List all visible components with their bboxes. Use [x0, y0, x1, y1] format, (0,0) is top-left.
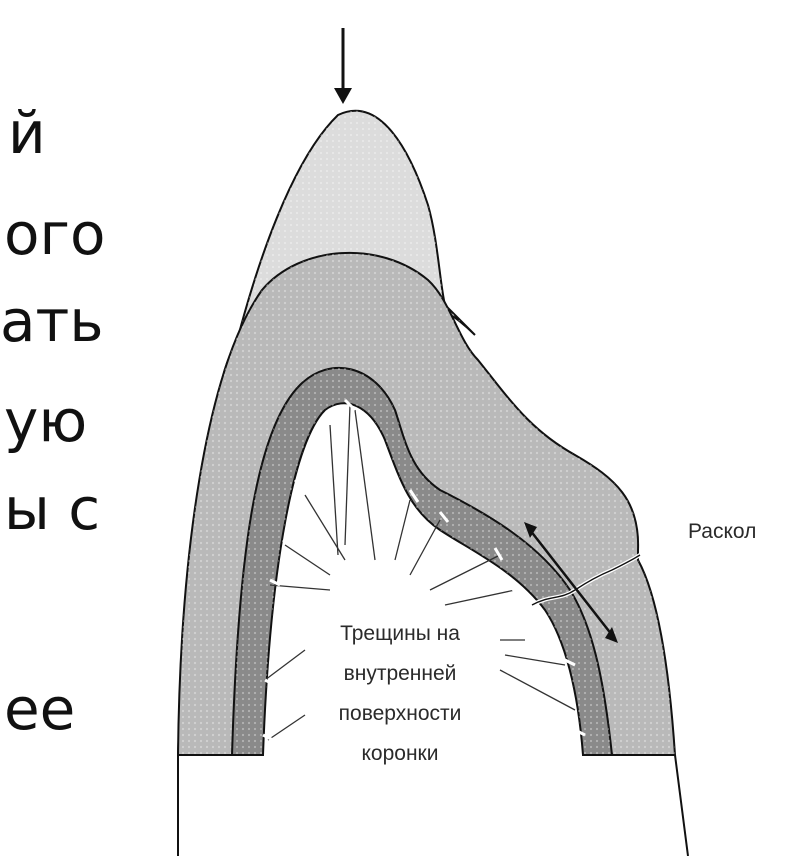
cracks-label-line-3: поверхности	[339, 702, 462, 725]
side-text-line-4: ую	[4, 392, 87, 450]
side-text-line-1: й	[8, 104, 46, 162]
cracks-label-line-2: внутренней	[344, 662, 457, 685]
side-text-line-3: ать	[0, 292, 104, 350]
cracks-label-line-4: коронки	[362, 742, 439, 765]
side-text-line-5: ы с	[4, 480, 100, 538]
split-label: Раскол	[688, 520, 756, 543]
load-arrow	[334, 28, 352, 104]
cracks-label: Трещины на внутренней поверхности коронк…	[339, 622, 462, 765]
side-text-line-6: ее	[4, 680, 75, 738]
cracks-label-line-1: Трещины на	[340, 622, 460, 645]
side-text-line-2: ого	[4, 205, 105, 263]
root-outline	[178, 755, 688, 856]
